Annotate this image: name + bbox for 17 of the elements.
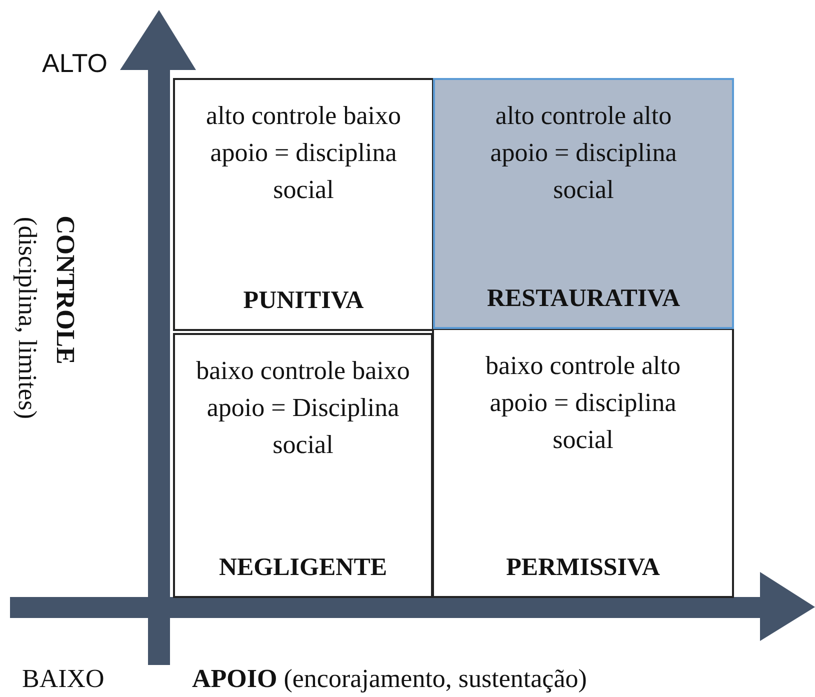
quadrant-box (173, 333, 433, 598)
quadrant-description: alto controle baixo apoio = disciplina social (205, 100, 402, 206)
quadrant-description: baixo controle baixo apoio = Disciplina social (195, 355, 411, 461)
quadrant-box (432, 328, 734, 598)
quadrant-title: RESTAURATIVA (486, 285, 682, 313)
quadrant-title: NEGLIGENTE (218, 554, 388, 582)
axis-label: ALTO (42, 48, 108, 79)
quadrant-description: alto controle alto apoio = disciplina social (489, 100, 678, 206)
quadrant-title: PUNITIVA (242, 287, 365, 315)
axis-label: BAIXO (22, 664, 104, 694)
quadrant-title: PERMISSIVA (505, 554, 661, 582)
quadrant-box (433, 78, 734, 329)
quadrant-description: baixo controle alto apoio = disciplina social (484, 350, 682, 456)
axis-subtitle: (disciplina, limites) (12, 216, 42, 420)
axis-title: APOIO (encorajamento, sustentação) (192, 664, 587, 694)
quadrant-box (173, 78, 434, 331)
axis-title: CONTROLE (50, 216, 80, 364)
